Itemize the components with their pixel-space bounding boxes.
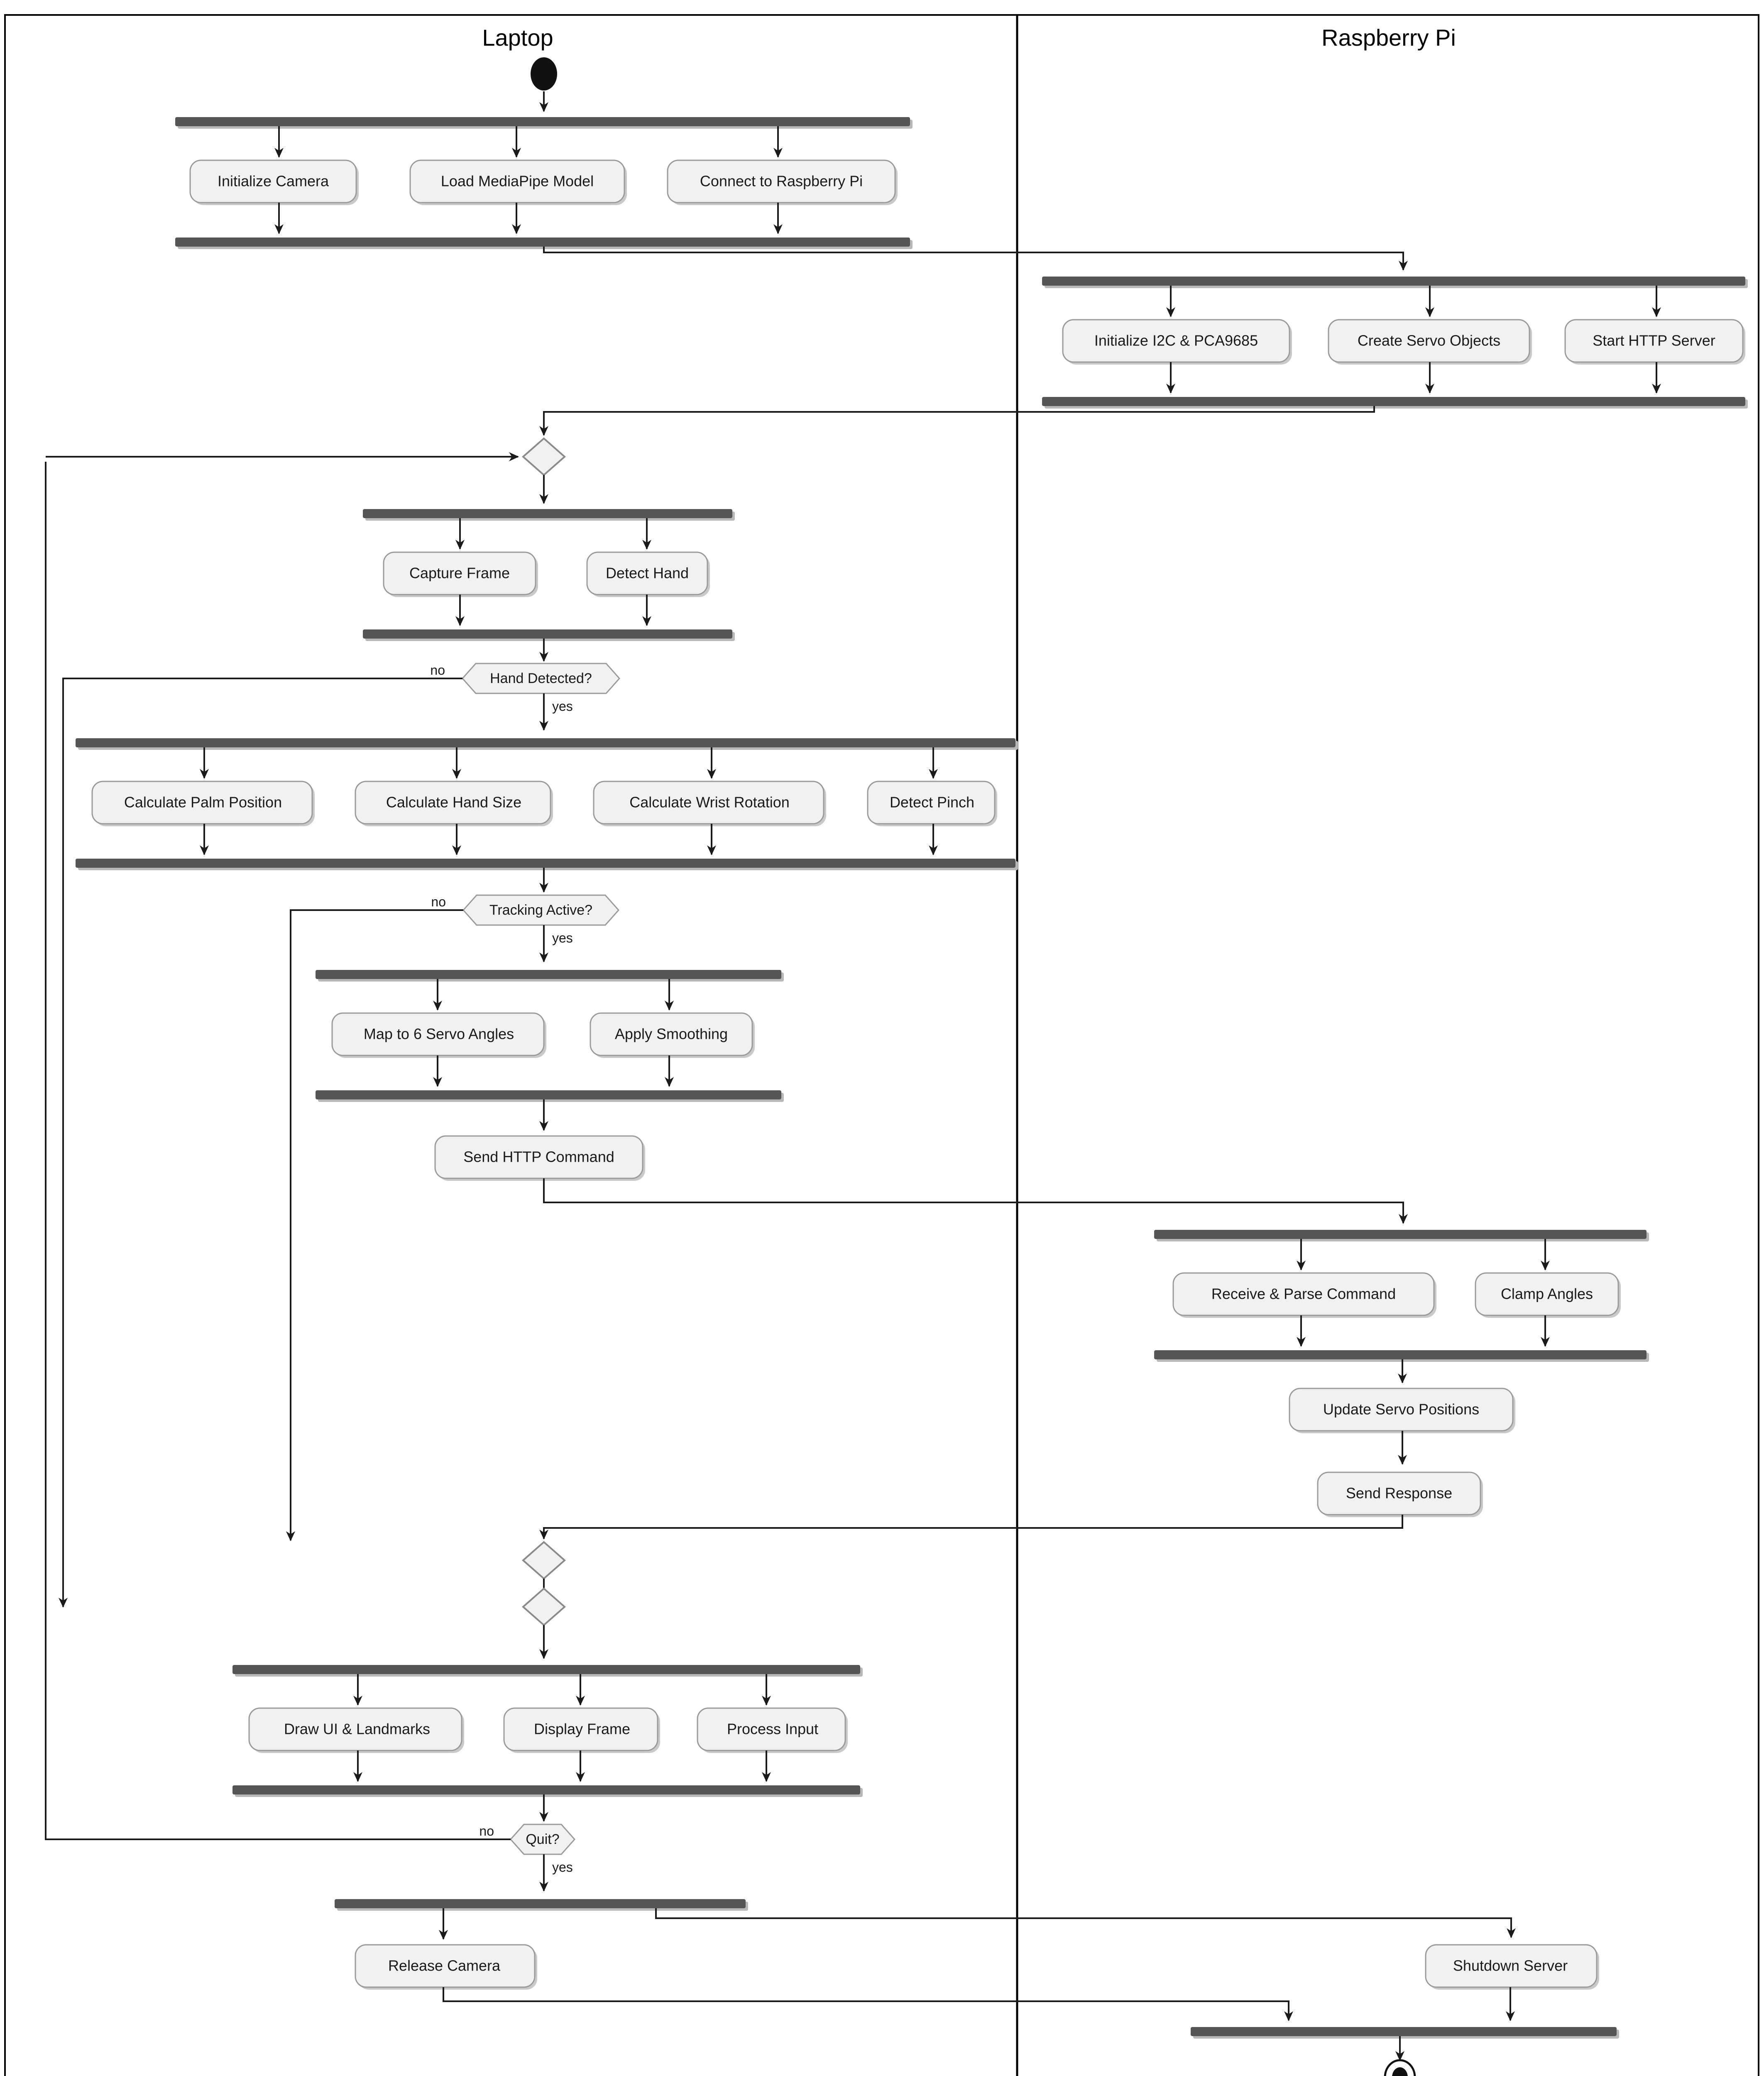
join-bar-init-laptop <box>175 237 913 249</box>
activity-label: Initialize Camera <box>218 173 329 190</box>
merge-node-after-hand-detect <box>521 1587 566 1626</box>
activity-label: Shutdown Server <box>1453 1957 1568 1974</box>
merge-node-after-tracking <box>521 1541 566 1580</box>
guard-label-quit-yes: yes <box>552 1860 573 1875</box>
join-bar-final <box>1191 2027 1619 2039</box>
fork-bar-receive <box>1154 1230 1649 1241</box>
guard-label-tracking-active-yes: yes <box>552 930 573 945</box>
edge-send-http-to-rpi-fork <box>543 1178 1408 1224</box>
guard-label-quit-no: no <box>479 1824 494 1839</box>
edge-tracking-active-no <box>286 909 463 1541</box>
fork-bar-init-rpi <box>1042 277 1748 288</box>
activity-map-to-6-servo-angles[interactable]: Map to 6 Servo Angles <box>331 1012 546 1058</box>
join-bar-capture <box>363 629 735 641</box>
activity-send-response[interactable]: Send Response <box>1317 1471 1483 1517</box>
decision-label: Tracking Active? <box>489 902 592 918</box>
join-bar-receive <box>1154 1350 1649 1362</box>
activity-label: Update Servo Positions <box>1323 1401 1479 1418</box>
activity-connect-to-raspberry-pi[interactable]: Connect to Raspberry Pi <box>667 159 898 205</box>
activity-label: Calculate Wrist Rotation <box>629 794 790 811</box>
edge-hand-detected-no <box>59 678 462 1608</box>
edge-join2-to-loop-merge <box>539 406 1375 436</box>
activity-label: Process Input <box>727 1721 818 1738</box>
activity-capture-frame[interactable]: Capture Frame <box>383 551 538 597</box>
decision-label: Quit? <box>526 1831 559 1847</box>
activity-label: Release Camera <box>388 1957 501 1974</box>
join-bar-init-rpi <box>1042 397 1748 409</box>
fork-bar-init-laptop <box>175 117 913 129</box>
decision-tracking-active[interactable]: Tracking Active? <box>462 894 620 926</box>
fork-bar-calculations <box>76 738 1018 750</box>
activity-label: Display Frame <box>534 1721 630 1738</box>
activity-label: Draw UI & Landmarks <box>284 1721 430 1738</box>
activity-display-frame[interactable]: Display Frame <box>503 1707 660 1753</box>
join-bar-calculations <box>76 859 1018 870</box>
activity-label: Calculate Hand Size <box>386 794 521 811</box>
guard-label-hand-detected-yes: yes <box>552 699 573 714</box>
edge-send-response-to-merge <box>539 1515 1403 1540</box>
activity-draw-ui-landmarks[interactable]: Draw UI & Landmarks <box>248 1707 464 1753</box>
fork-bar-servo-mapping <box>316 970 784 982</box>
join-bar-servo-mapping <box>316 1090 784 1102</box>
edge-release-camera-to-final-join <box>443 1987 1293 2021</box>
lane-title-laptop: Laptop <box>482 24 553 51</box>
decision-quit[interactable]: Quit? <box>509 1824 576 1855</box>
activity-label: Apply Smoothing <box>615 1026 728 1043</box>
activity-label: Create Servo Objects <box>1358 332 1500 349</box>
decision-hand-detected[interactable]: Hand Detected? <box>461 663 621 694</box>
activity-calculate-palm-position[interactable]: Calculate Palm Position <box>91 781 315 826</box>
fork-bar-shutdown <box>335 1899 748 1911</box>
activity-label: Clamp Angles <box>1501 1285 1593 1302</box>
activity-process-input[interactable]: Process Input <box>697 1707 848 1753</box>
end-node <box>1384 2059 1416 2076</box>
activity-apply-smoothing[interactable]: Apply Smoothing <box>590 1012 755 1058</box>
activity-label: Start HTTP Server <box>1593 332 1715 349</box>
activity-release-camera[interactable]: Release Camera <box>355 1944 537 1990</box>
fork-bar-ui <box>232 1665 863 1677</box>
activity-label: Load MediaPipe Model <box>441 173 594 190</box>
activity-initialize-i2c-pca9685[interactable]: Initialize I2C & PCA9685 <box>1062 319 1292 365</box>
activity-clamp-angles[interactable]: Clamp Angles <box>1475 1272 1621 1318</box>
activity-label: Connect to Raspberry Pi <box>700 173 863 190</box>
activity-label: Send HTTP Command <box>463 1148 614 1165</box>
activity-receive-parse-command[interactable]: Receive & Parse Command <box>1172 1272 1436 1318</box>
activity-initialize-camera[interactable]: Initialize Camera <box>189 159 359 205</box>
guard-label-hand-detected-no: no <box>430 663 445 678</box>
activity-label: Detect Pinch <box>890 794 974 811</box>
activity-detect-pinch[interactable]: Detect Pinch <box>867 781 997 826</box>
activity-update-servo-positions[interactable]: Update Servo Positions <box>1289 1388 1515 1433</box>
swimlane-frame <box>4 14 1759 2076</box>
join-bar-ui <box>232 1785 863 1797</box>
activity-label: Send Response <box>1346 1485 1452 1502</box>
guard-label-tracking-active-no: no <box>431 894 446 909</box>
activity-shutdown-server[interactable]: Shutdown Server <box>1425 1944 1599 1990</box>
activity-label: Receive & Parse Command <box>1211 1285 1396 1302</box>
start-node <box>531 57 557 91</box>
lane-title-raspberry-pi: Raspberry Pi <box>1321 24 1456 51</box>
activity-label: Capture Frame <box>409 565 510 582</box>
edge-fork8-to-shutdown-server <box>655 1908 1516 1938</box>
activity-detect-hand[interactable]: Detect Hand <box>586 551 710 597</box>
activity-calculate-hand-size[interactable]: Calculate Hand Size <box>355 781 553 826</box>
activity-create-servo-objects[interactable]: Create Servo Objects <box>1328 319 1532 365</box>
activity-calculate-wrist-rotation[interactable]: Calculate Wrist Rotation <box>593 781 826 826</box>
edge-join1-to-rpi-fork <box>543 247 1408 271</box>
activity-label: Calculate Palm Position <box>124 794 282 811</box>
decision-label: Hand Detected? <box>490 671 592 686</box>
activity-label: Detect Hand <box>606 565 689 582</box>
activity-send-http-command[interactable]: Send HTTP Command <box>434 1135 645 1181</box>
edge-quit-no-path <box>45 462 511 1840</box>
activity-load-mediapipe-model[interactable]: Load MediaPipe Model <box>409 159 627 205</box>
activity-start-http-server[interactable]: Start HTTP Server <box>1564 319 1745 365</box>
fork-bar-capture <box>363 509 735 521</box>
activity-label: Map to 6 Servo Angles <box>364 1026 514 1043</box>
activity-label: Initialize I2C & PCA9685 <box>1094 332 1258 349</box>
merge-node-loop-head <box>521 437 566 476</box>
